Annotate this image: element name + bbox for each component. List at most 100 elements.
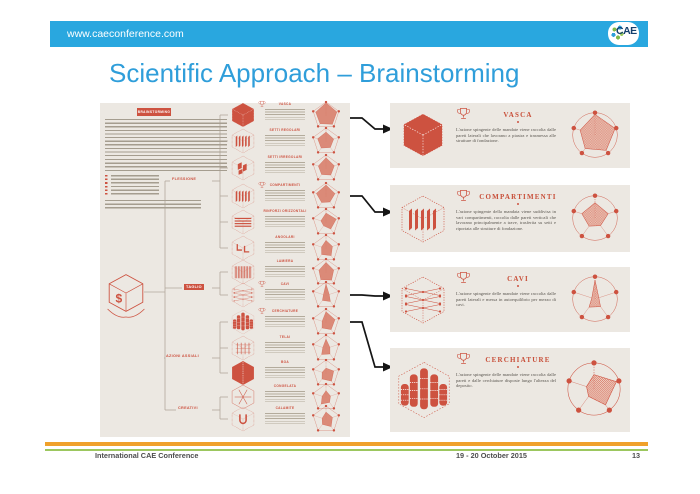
tree-connectors [144,114,228,420]
intro-paragraph-2 [105,159,227,171]
option-description [265,289,305,300]
option-radar-chart [309,98,343,133]
cylinders-icon [230,309,256,335]
solution-title: CAVI [507,275,529,283]
solution-description: L'azione spingente delle mandate viene r… [456,372,556,388]
solution-description: L'azione spingente delle mandate viene r… [456,291,556,307]
title-marker-dot [517,366,519,368]
footer-stripe-orange [45,442,648,446]
solution-radar-chart [566,270,624,328]
solution-title: CERCHIATURE [485,356,551,364]
solution-radar-chart [566,106,624,164]
svg-text:$: $ [115,292,122,306]
option-row-cavi: CAVI [228,280,348,308]
option-label: SETTI REGOLARI [269,128,301,132]
option-label: CALAMITE [275,406,295,410]
cube-solid-icon [230,102,256,128]
solution-description: L'azione spingente della mandata viene s… [456,209,556,231]
cube-layers-icon [230,209,256,235]
option-description [265,135,305,146]
option-description [265,109,305,120]
option-row-boa: BOA [228,358,348,386]
option-label: RINFORZI ORIZZONTALI [263,209,307,213]
header-url: www.caeconference.com [67,28,184,40]
option-radar-chart [309,179,343,214]
cube-slats-icon [398,191,448,247]
option-label: COMPARTIMENTI [269,183,301,187]
trophy-icon [456,270,471,287]
option-radar-chart [309,255,343,290]
branch-flessione: FLESSIONE [172,177,197,181]
intro-paragraph-1 [105,119,227,156]
option-radar-chart [309,151,343,186]
slide-title: Scientific Approach – Brainstorming [109,58,520,88]
brainstorm-board: BRAINSTORMING $ FLESSIONE TAGLIO AZIONI AS… [100,100,350,437]
money-cube-icon: $ [106,273,146,319]
solution-title: VASCA [503,111,533,119]
option-radar-chart [309,205,343,240]
cylinders-icon [394,350,454,430]
option-row-angolari: ANGOLARI [228,233,348,261]
cube-slats-icon [230,128,256,154]
option-row-vasca: VASCA [228,100,348,128]
intro-list [105,175,159,196]
logo-text: CAE [616,25,637,37]
hex-buoy-icon [230,360,256,386]
option-label: SETTI IRREGOLARI [267,155,303,159]
option-radar-chart [309,356,343,391]
header-bar: www.caeconference.com CAE [50,21,648,47]
option-row-telai: TELAI [228,333,348,361]
option-description [265,162,305,173]
cube-slats-icon [230,183,256,209]
logo-globe-icon [609,24,627,42]
title-marker-dot [517,285,519,287]
option-description [265,391,305,402]
footer-date: 19 - 20 October 2015 [456,451,527,460]
option-row-rinforzi-orizzontali: RINFORZI ORIZZONTALI [228,207,348,235]
option-label: VASCA [278,102,292,106]
trophy-icon [258,307,266,316]
solution-radar-chart [566,189,624,247]
trophy-icon [456,188,471,205]
cube-solid-icon [400,109,446,161]
title-marker-dot [517,121,519,123]
option-description [265,242,305,253]
option-row-lamiera: LAMIERA [228,257,348,285]
trophy-icon [258,181,266,190]
branch-azioni-assiali: AZIONI ASSIALI [166,354,199,358]
trophy-icon [258,100,266,109]
option-description [265,316,305,327]
intro-heading: BRAINSTORMING [137,108,171,116]
option-row-cerchiature: CERCHIATURE [228,307,348,335]
option-row-congelata: CONGELATA [228,382,348,410]
intro-paragraph-3 [105,200,201,211]
option-label: LAMIERA [276,259,294,263]
cube-magnet-icon [230,406,256,432]
option-row-setti-irregolari: SETTI IRREGOLARI [228,153,348,181]
option-label: CONGELATA [273,384,297,388]
trophy-icon [456,351,471,368]
option-description [265,216,305,227]
option-row-setti-regolari: SETTI REGOLARI [228,126,348,154]
option-radar-chart [309,124,343,159]
option-description [265,190,305,201]
option-row-compartimenti: COMPARTIMENTI [228,181,348,209]
trophy-icon [456,106,471,123]
cube-cables-icon [398,271,448,329]
solution-title: COMPARTIMENTI [479,193,557,201]
option-label: ANGOLARI [275,235,295,239]
cube-irregular-icon [230,155,256,181]
cae-logo: CAE [608,22,639,45]
option-row-calamite: CALAMITE [228,404,348,432]
branch-taglio: TAGLIO [184,284,204,290]
title-marker-dot [517,203,519,205]
cube-frame-icon [230,335,256,361]
option-radar-chart [309,231,343,266]
cube-cables-icon [230,282,256,308]
option-description [265,413,305,424]
option-description [265,342,305,353]
option-radar-chart [309,402,343,437]
trophy-icon [258,280,266,289]
solution-panel-compartimenti: COMPARTIMENTI L'azione spingente della ma… [390,185,630,252]
